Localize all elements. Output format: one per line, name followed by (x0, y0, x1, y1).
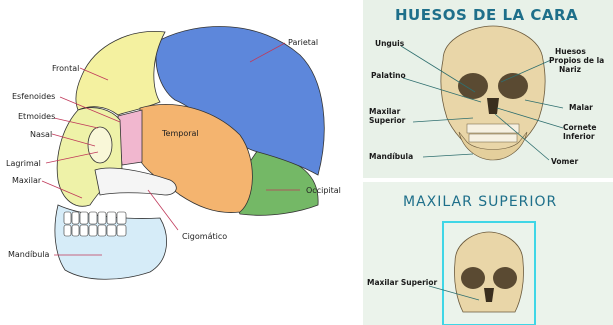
label-maxilar: Maxilar (12, 176, 41, 185)
label-maxilar-superior-bottom: Maxilar Superior (367, 279, 437, 287)
maxilar-superior-panel: MAXILAR SUPERIOR Maxilar Superior (363, 182, 613, 325)
label-unguis: Unguis (375, 40, 404, 48)
left-orbit (458, 73, 488, 99)
label-frontal: Frontal (52, 64, 79, 73)
lower-teeth (469, 134, 517, 142)
label-maxilar-superior-1: Maxilar (369, 108, 400, 116)
lateral-skull-panel: Parietal Frontal Esfenoides Etmoides Nas… (0, 0, 362, 325)
label-lagrimal: Lagrimal (6, 159, 41, 168)
label-palatino: Palatino (371, 72, 406, 80)
label-cornete-2: Inferior (563, 133, 595, 141)
label-maxilar-superior-2: Superior (369, 117, 405, 125)
nasal-cavity (487, 98, 499, 114)
lateral-skull-illustration (0, 0, 362, 325)
label-temporal: Temporal (162, 129, 199, 138)
label-huesos-propios-1: Huesos (555, 48, 586, 56)
label-cigomatico: Cigomático (182, 232, 227, 241)
maxilar-left-orbit (461, 267, 485, 289)
frontal-bone (76, 31, 165, 115)
facial-bones-panel: HUESOS DE LA CARA Unguis Huesos Propios … (363, 0, 613, 178)
maxilar-skull-illustration (363, 182, 613, 325)
label-malar: Malar (569, 104, 593, 112)
label-nasal: Nasal (30, 130, 52, 139)
label-etmoides: Etmoides (18, 112, 55, 121)
upper-teeth (467, 124, 519, 133)
label-occipital: Occipital (306, 186, 341, 195)
label-vomer: Vomer (551, 158, 578, 166)
label-cornete-1: Cornete (563, 124, 596, 132)
label-huesos-propios-2: Propios de la (549, 57, 604, 65)
label-mandibula-face: Mandíbula (369, 153, 413, 161)
label-parietal: Parietal (288, 38, 318, 47)
label-mandibula: Mandíbula (8, 250, 49, 259)
label-esfenoides: Esfenoides (12, 92, 55, 101)
label-huesos-propios-3: Nariz (559, 66, 581, 74)
maxilar-right-orbit (493, 267, 517, 289)
